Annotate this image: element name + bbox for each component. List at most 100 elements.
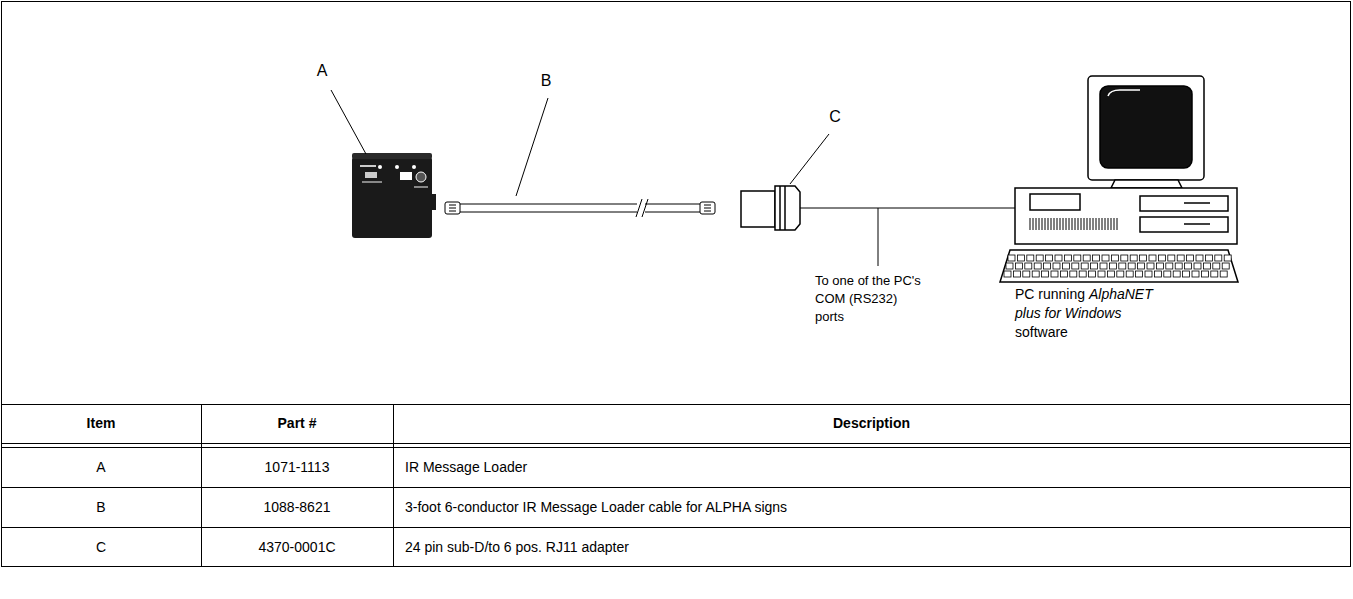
key [1147,263,1154,269]
key [1222,263,1229,269]
key [1192,271,1199,277]
key [1025,263,1032,269]
table-cell: IR Message Loader [405,458,1335,476]
vent-line [1078,218,1079,230]
vent-line [1081,218,1082,230]
key [1111,255,1118,261]
key [1128,263,1135,269]
table-cell: A [1,458,201,476]
vent-line [1039,218,1040,230]
key [1079,271,1086,277]
table-header: Part # [201,414,393,432]
key [1044,263,1051,269]
key [1006,263,1013,269]
key [1140,255,1147,261]
key [1081,263,1088,269]
key [1100,263,1107,269]
table-cell: 24 pin sub-D/to 6 pos. RJ11 adapter [405,538,1335,556]
vent-line [1108,218,1109,230]
key [1119,263,1126,269]
key [1154,271,1161,277]
pc [1000,76,1238,282]
vent-line [1093,218,1094,230]
vent-line [1090,218,1091,230]
vent-line [1030,218,1031,230]
keyboard-keys [1004,255,1231,277]
pc-note: software [1015,324,1068,340]
vent-line [1054,218,1055,230]
key [1136,271,1143,277]
table-cell: 1088-8621 [201,498,393,516]
key [1201,271,1208,277]
vent-line [1051,218,1052,230]
vent-line [1114,218,1115,230]
key [1064,255,1071,261]
callout-letter: B [534,72,558,90]
key [1183,271,1190,277]
vent-line [1045,218,1046,230]
key [1027,255,1034,261]
key [1051,271,1058,277]
vent-line [1048,218,1049,230]
key [1093,255,1100,261]
callout-letter: C [823,108,847,126]
key [1211,271,1218,277]
key [1072,263,1079,269]
leader-line [878,208,879,266]
key [1220,271,1227,277]
key [1091,263,1098,269]
key [1053,263,1060,269]
table-header: Description [393,414,1350,432]
vent-line [1102,218,1103,230]
key [1117,271,1124,277]
key [1107,271,1114,277]
vent-line [1096,218,1097,230]
vent-line [1057,218,1058,230]
key [1158,255,1165,261]
key [1023,271,1030,277]
key [1164,271,1171,277]
key [1017,255,1024,261]
key [1196,255,1203,261]
key [1175,263,1182,269]
vent-line [1036,218,1037,230]
vent-line [1072,218,1073,230]
key [1145,271,1152,277]
key [1168,255,1175,261]
vent-line [1066,218,1067,230]
key [1187,255,1194,261]
key [1130,255,1137,261]
key [1042,271,1049,277]
vent-line [1075,218,1076,230]
key [1032,271,1039,277]
key [1013,271,1020,277]
key [1121,255,1128,261]
key [1083,255,1090,261]
key [1205,255,1212,261]
cable [445,199,715,217]
key [1098,271,1105,277]
table-header: Item [1,414,201,432]
key [1173,271,1180,277]
key [1156,263,1163,269]
vent-line [1069,218,1070,230]
vent-line [1099,218,1100,230]
key [1062,263,1069,269]
key [1203,263,1210,269]
key [1074,255,1081,261]
leader-line [790,134,829,184]
vent-line [1111,218,1112,230]
key [1055,255,1062,261]
key [1194,263,1201,269]
table-cell: 3-foot 6-conductor IR Message Loader cab… [405,498,1335,516]
key [1089,271,1096,277]
vent-lines [1030,218,1117,230]
callout-letter: A [310,62,334,80]
key [1224,255,1231,261]
label-group: PC running AlphaNET plus for Windows sof… [1015,285,1165,342]
key [1138,263,1145,269]
vent-line [1105,218,1106,230]
leader-line [516,98,548,196]
vent-line [1060,218,1061,230]
key [1149,255,1156,261]
